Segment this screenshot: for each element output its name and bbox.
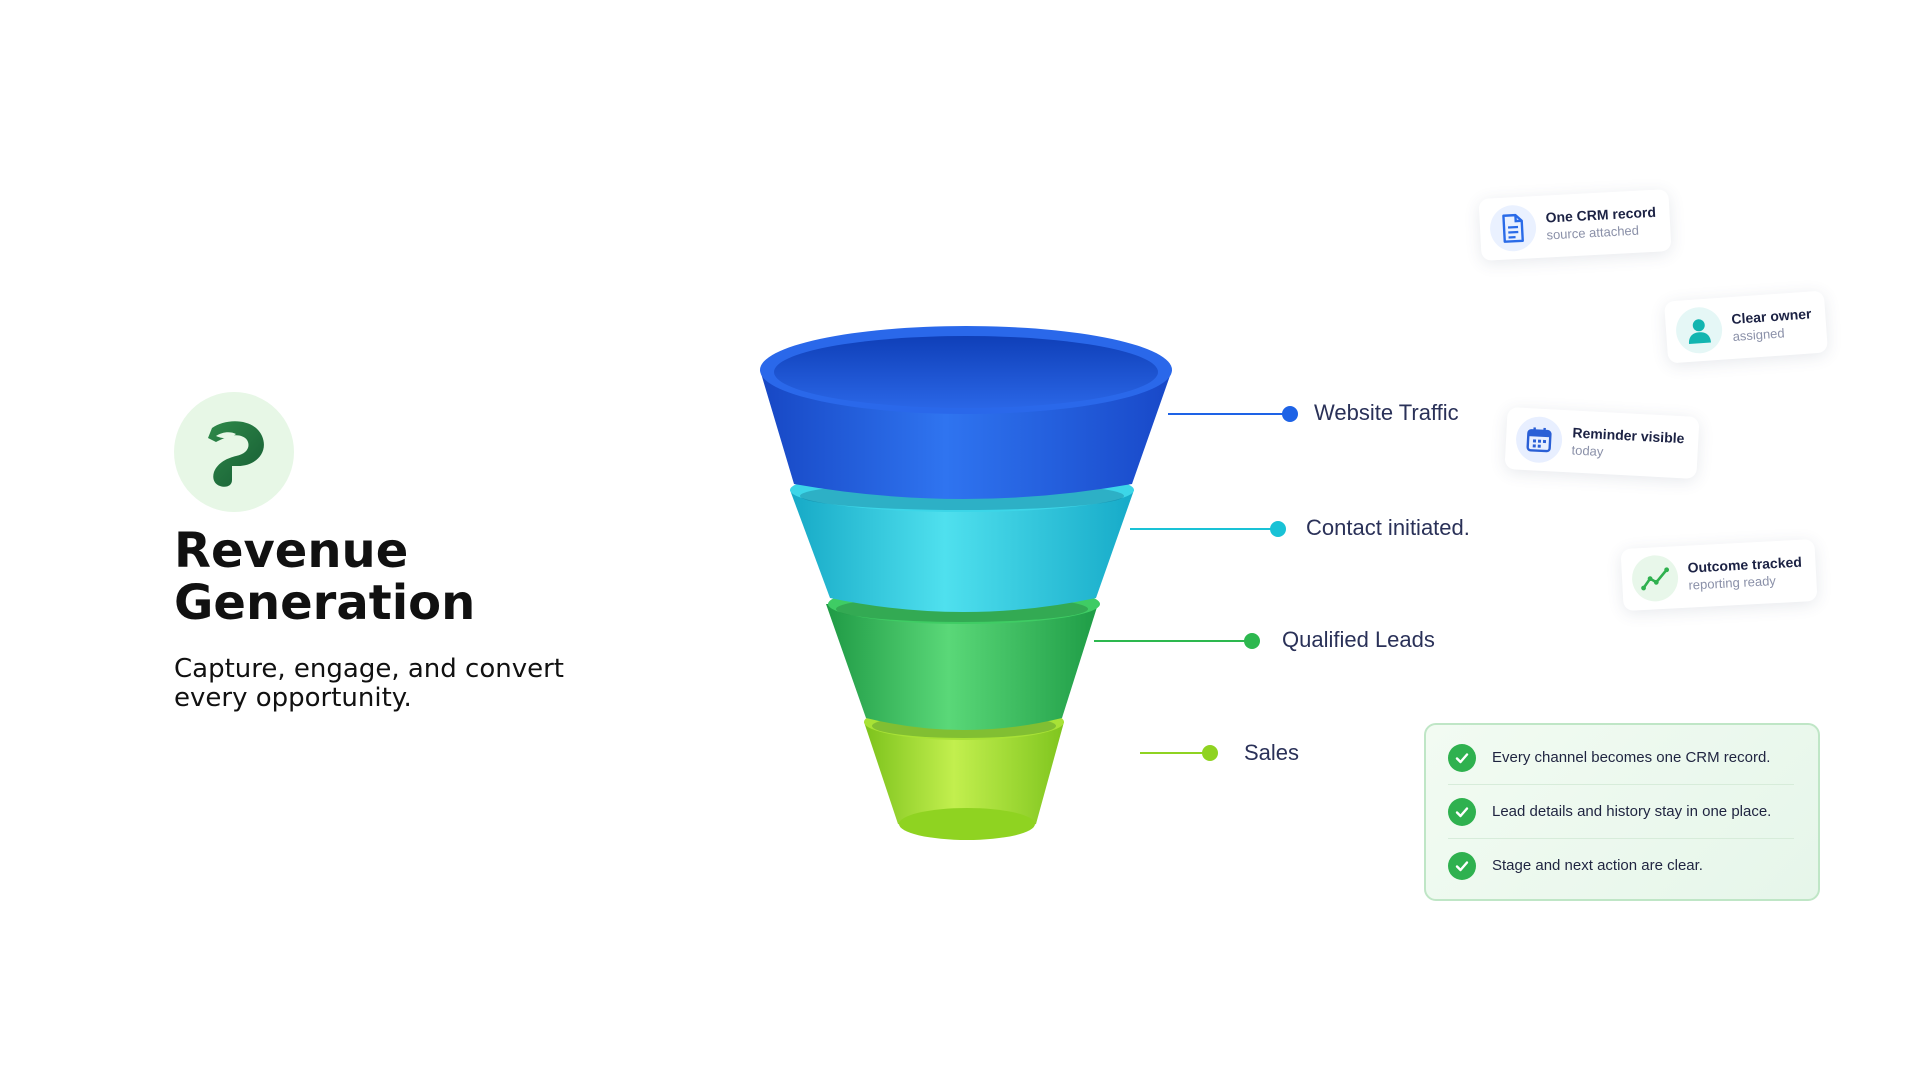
calendar-icon	[1514, 415, 1564, 464]
check-circle-icon	[1448, 797, 1476, 826]
chip-reminder-visible: Reminder visible today	[1504, 407, 1700, 479]
stage-label-contact-initiated: Contact initiated.	[1306, 515, 1470, 540]
check-circle-icon	[1448, 743, 1476, 772]
user-icon	[1674, 305, 1724, 355]
connector-dot-qualified-leads	[1244, 633, 1260, 649]
list-item: Stage and next action are clear.	[1448, 839, 1794, 892]
brand-logo	[174, 392, 294, 512]
stage-label-website-traffic: Website Traffic	[1314, 400, 1459, 425]
chip-outcome-tracked: Outcome tracked reporting ready	[1620, 538, 1818, 612]
bird-p-logo-icon	[208, 421, 264, 487]
page-title: Revenue Generation	[174, 523, 476, 631]
checklist-item-text: Stage and next action are clear.	[1492, 857, 1703, 874]
funnel-layer-contact-initiated	[790, 490, 1134, 612]
chip-one-crm-record: One CRM record source attached	[1478, 189, 1672, 261]
checklist-item-text: Lead details and history stay in one pla…	[1492, 803, 1772, 820]
check-circle-icon	[1448, 851, 1476, 880]
stage-label-qualified-leads: Qualified Leads	[1282, 627, 1435, 652]
funnel-layer-sales	[864, 722, 1064, 837]
chip-clear-owner: Clear owner assigned	[1664, 290, 1829, 364]
connector-dot-contact-initiated	[1270, 521, 1286, 537]
list-item: Lead details and history stay in one pla…	[1448, 785, 1794, 839]
page-subtitle: Capture, engage, and convert every oppor…	[174, 654, 564, 713]
connector-dot-sales	[1202, 745, 1218, 761]
checklist-item-text: Every channel becomes one CRM record.	[1492, 749, 1771, 766]
list-item: Every channel becomes one CRM record.	[1448, 731, 1794, 785]
funnel-layer-sales-base	[899, 808, 1035, 840]
funnel-layer-qualified-leads	[826, 604, 1098, 730]
stage-label-sales: Sales	[1244, 740, 1300, 765]
connector-dot-website-traffic	[1282, 406, 1298, 422]
trend-chart-icon	[1630, 554, 1680, 603]
document-icon	[1488, 204, 1538, 253]
benefits-checklist: Every channel becomes one CRM record. Le…	[1424, 723, 1820, 901]
funnel-rim-inner	[774, 336, 1158, 408]
